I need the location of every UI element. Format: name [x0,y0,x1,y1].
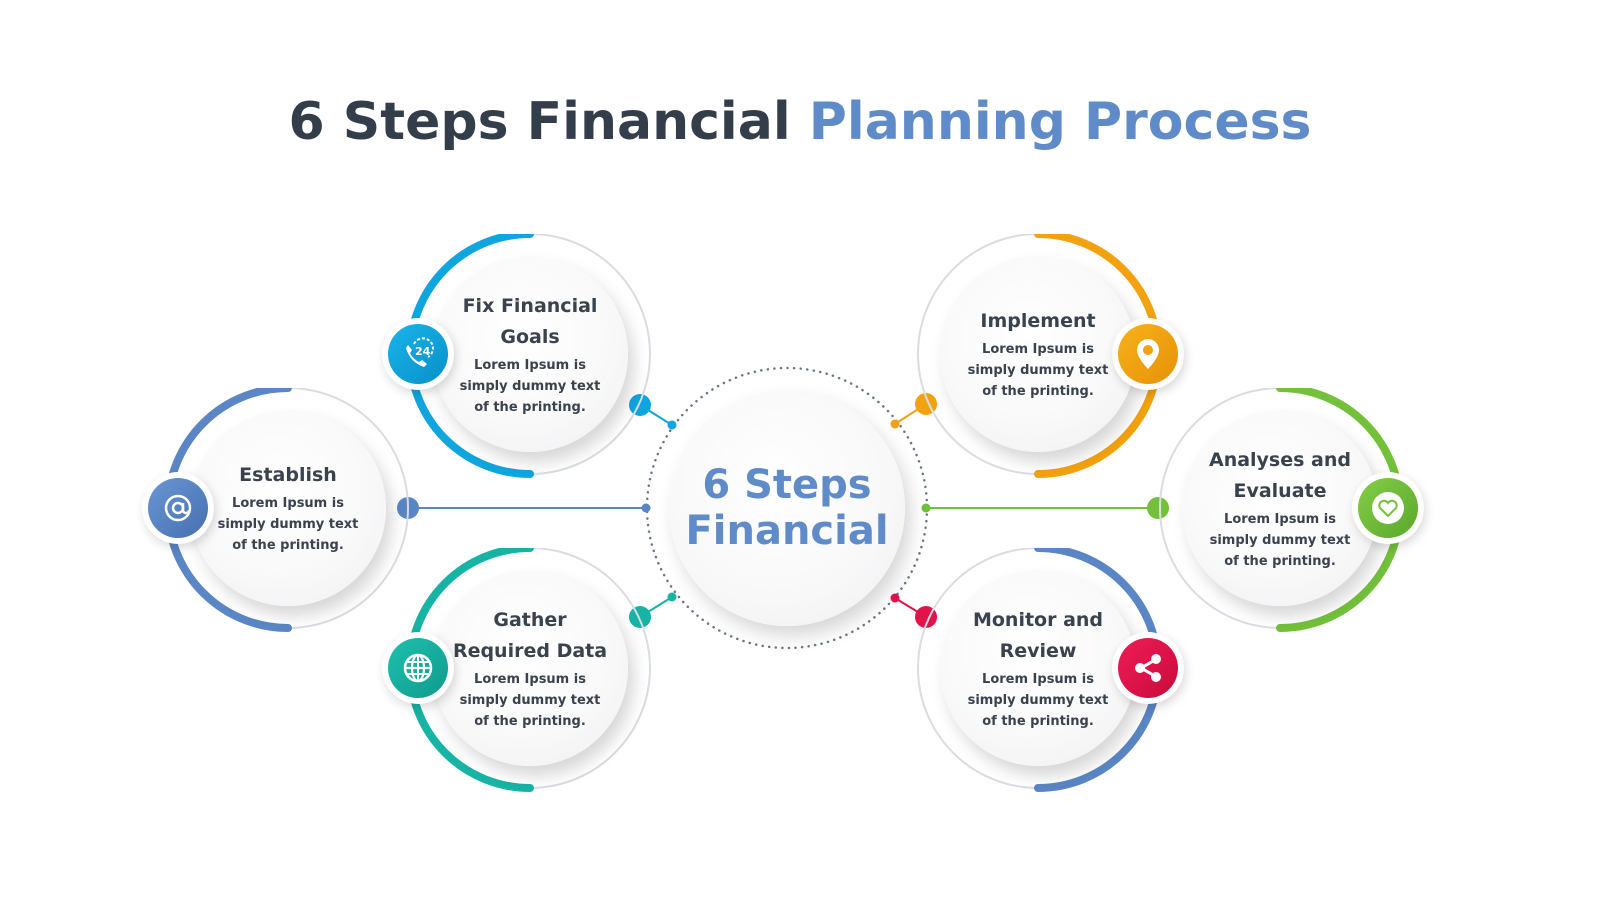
step-body-1: Lorem Ipsum is [1224,511,1336,527]
step-body-3: of the printing. [982,384,1094,399]
step-body-2: simply dummy text [967,692,1109,708]
center-line-1: 6 Steps [702,462,872,508]
step-body-2: simply dummy text [217,517,359,532]
step-title-line-1: Fix Financial [462,294,598,317]
step-body-1: Lorem Ipsum is [982,342,1094,357]
phone-24-icon: 24 [388,324,448,384]
title-accent: Planning Process [808,92,1312,152]
step-body-3: of the printing. [474,399,586,415]
step-monitor-and-review: Monitor and Review Lorem Ipsum is simply… [912,548,1184,804]
step-title-line-1: Monitor and [972,608,1104,631]
step-body-2: simply dummy text [459,378,601,394]
step-implement: Implement Lorem Ipsum is simply dummy te… [912,234,1184,490]
globe-icon [388,638,448,698]
step-body-3: of the printing. [474,713,586,729]
step-title-line-2: Goals [500,325,560,348]
center-hub: 6 Steps Financial [647,372,927,652]
step-body-3: of the printing. [1224,553,1336,569]
step-body-2: simply dummy text [1209,532,1351,548]
location-pin-icon [1118,324,1178,384]
step-body-2: simply dummy text [459,692,601,708]
step-body-1: Lorem Ipsum is [474,357,586,373]
at-sign-icon [148,478,208,538]
step-body-1: Lorem Ipsum is [982,671,1094,687]
step-title: Establish [239,464,337,486]
step-title-line-2: Review [999,639,1077,662]
step-title: Implement [980,310,1096,332]
step-establish: Establish Lorem Ipsum is simply dummy te… [142,388,418,644]
step-title-line-1: Gather [493,608,567,631]
step-analyses-and-evaluate: Analyses and Evaluate Lorem Ipsum is sim… [1154,388,1424,644]
page-title: 6 Steps Financial Planning Process [0,92,1600,152]
step-body-1: Lorem Ipsum is [474,671,586,687]
heart-icon [1358,478,1418,538]
share-icon [1118,638,1178,698]
center-line-2: Financial [685,508,889,554]
step-gather-required-data: Gather Required Data Lorem Ipsum is simp… [382,548,660,804]
step-body-1: Lorem Ipsum is [232,496,344,511]
step-title-line-1: Analyses and [1208,448,1352,471]
title-main: 6 Steps Financial [288,92,791,152]
step-body-3: of the printing. [232,538,344,553]
step-body-3: of the printing. [982,713,1094,729]
step-fix-financial-goals: Fix Financial Goals Lorem Ipsum is simpl… [382,234,660,490]
svg-text:24: 24 [415,345,431,358]
step-title-line-2: Evaluate [1233,479,1327,502]
step-title-line-2: Required Data [452,639,608,662]
step-body-2: simply dummy text [967,363,1109,378]
